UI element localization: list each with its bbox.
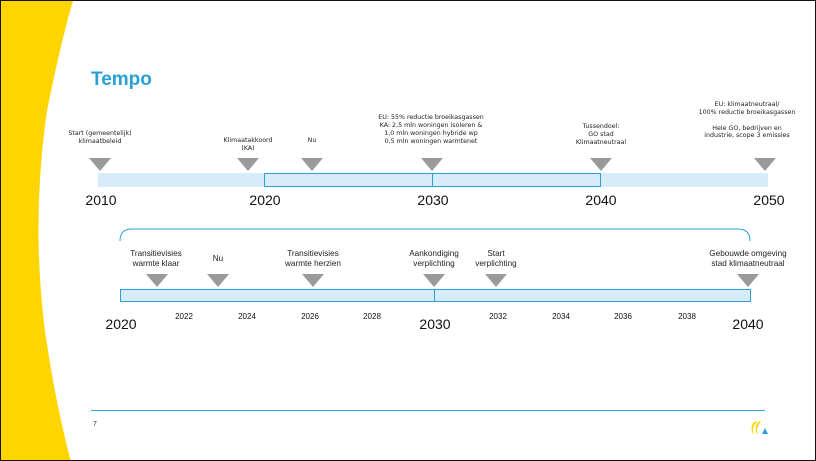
- year-2022: 2022: [175, 312, 193, 321]
- year-2038: 2038: [678, 312, 696, 321]
- year-2020-zoom: 2020: [105, 316, 137, 332]
- label-nu-top: Nu: [307, 137, 317, 144]
- label-eu-2030: EU: 55% reductie broeikasgassen KA: 2,5 …: [378, 114, 484, 145]
- marker-transitievisies-herzien: [302, 274, 324, 287]
- year-2040-zoom: 2040: [732, 316, 764, 332]
- year-2024: 2024: [238, 312, 256, 321]
- label-eu-2050: EU: klimaatneutraal/ 100% reductie broei…: [698, 101, 796, 140]
- timeline-bar-zoom-outline: [120, 289, 751, 302]
- marker-transitievisies-klaar: [146, 274, 168, 287]
- year-2034: 2034: [552, 312, 570, 321]
- brand-logo-icon: [751, 421, 768, 435]
- page-number: 7: [93, 421, 97, 428]
- label-start-klimaatbeleid: Start (gemeentelijk) klimaatbeleid: [68, 130, 132, 145]
- timeline-bar-zoom: [120, 289, 751, 302]
- marker-nu-zoom: [207, 274, 229, 287]
- slide-title: Tempo: [91, 69, 152, 90]
- marker-tussendoel: [590, 158, 612, 171]
- footer-divider: [91, 410, 765, 411]
- marker-2050: [754, 158, 776, 171]
- year-2026: 2026: [301, 312, 319, 321]
- year-2010: 2010: [85, 192, 117, 208]
- marker-nu-top: [301, 158, 323, 171]
- label-transitievisies-klaar: Transitievisies warmte klaar: [130, 249, 182, 269]
- year-2030-top: 2030: [417, 192, 449, 208]
- marker-start-verplichting: [485, 274, 507, 287]
- year-2040-top: 2040: [585, 192, 617, 208]
- label-aankondiging: Aankondiging verplichting: [409, 249, 459, 269]
- timeline-divider-2030-top: [432, 173, 433, 187]
- label-nu-zoom: Nu: [212, 254, 224, 263]
- label-gebouwde-omgeving: Gebouwde omgeving stad klimaatneutraal: [709, 249, 787, 269]
- marker-klimaatakkoord: [237, 158, 259, 171]
- year-2030-zoom: 2030: [419, 316, 451, 332]
- year-2020-top: 2020: [249, 192, 281, 208]
- year-2050: 2050: [753, 192, 785, 208]
- year-2028: 2028: [363, 312, 381, 321]
- label-transitievisies-herzien: Transitievisies warmte herzien: [285, 249, 341, 269]
- timeline-divider-2030-zoom: [434, 289, 435, 302]
- marker-2030-top: [421, 158, 443, 171]
- marker-start: [89, 158, 111, 171]
- label-start-verplichting: Start verplichting: [475, 249, 517, 269]
- marker-gebouwde-omgeving: [737, 274, 759, 287]
- marker-aankondiging: [423, 274, 445, 287]
- year-2036: 2036: [614, 312, 632, 321]
- label-klimaatakkoord: Klimaatakkoord (KA): [223, 137, 273, 152]
- year-2032: 2032: [489, 312, 507, 321]
- label-tussendoel: Tussendoel: GO stad Klimaatneutraal: [575, 123, 627, 146]
